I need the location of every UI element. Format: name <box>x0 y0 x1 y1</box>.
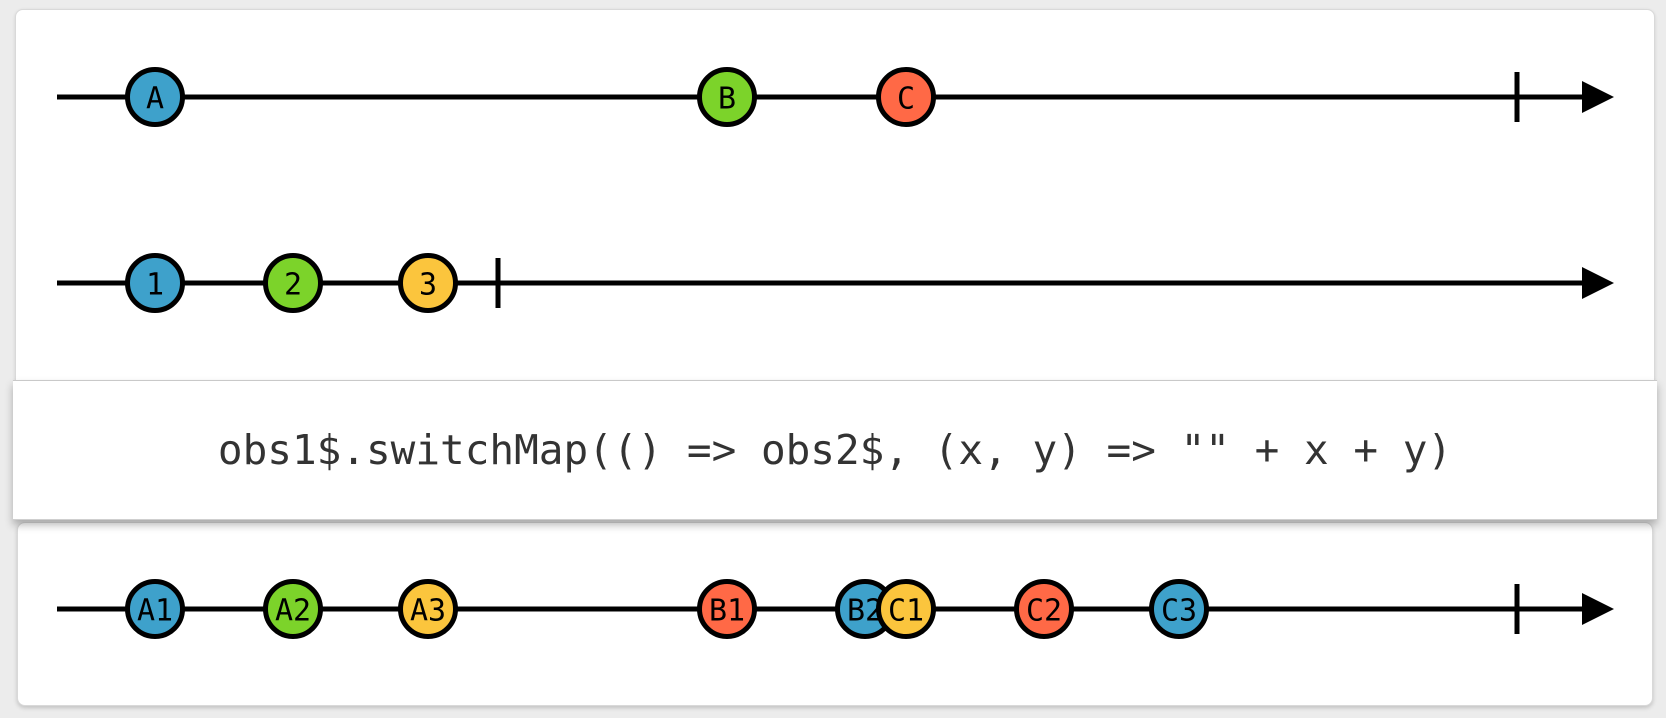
marble-label: A1 <box>137 594 173 629</box>
marble-label: B <box>718 82 736 117</box>
marble-circle <box>398 253 458 313</box>
marble-circle <box>876 67 936 127</box>
marble-label: B1 <box>709 594 745 629</box>
output-observable-panel <box>17 522 1653 706</box>
marble-label: C <box>897 82 915 117</box>
marble-label: 2 <box>284 268 302 303</box>
marble-label: 3 <box>419 268 437 303</box>
marble-A1: A1 <box>125 579 185 639</box>
marble-C3: C3 <box>1149 579 1209 639</box>
operator-code-box: obs1$.switchMap(() => obs2$, (x, y) => "… <box>13 380 1657 520</box>
marble-circle <box>398 579 458 639</box>
marble-label: C3 <box>1161 594 1197 629</box>
marble-label: A <box>146 82 164 117</box>
timeline-inner-observable: 1 2 3 <box>57 253 1614 313</box>
marble-A2: A2 <box>263 579 323 639</box>
marble-circle <box>697 67 757 127</box>
marble-circle <box>263 253 323 313</box>
input-observables-panel <box>15 9 1655 381</box>
marble-A3: A3 <box>398 579 458 639</box>
marble-circle <box>125 67 185 127</box>
marble-C2: C2 <box>1014 579 1074 639</box>
marble-circle <box>125 579 185 639</box>
marble-B[interactable]: B <box>697 67 757 127</box>
marble-circle <box>125 253 185 313</box>
marble-1[interactable]: 1 <box>125 253 185 313</box>
marble-circle <box>263 579 323 639</box>
marble-label: C1 <box>888 594 924 629</box>
marble-label: C2 <box>1026 594 1062 629</box>
marble-circle <box>1149 579 1209 639</box>
marble-circle <box>876 579 936 639</box>
marble-B1: B1 <box>697 579 757 639</box>
marble-C1: C1 <box>876 579 936 639</box>
marble-A[interactable]: A <box>125 67 185 127</box>
marble-label: A2 <box>275 594 311 629</box>
marble-3[interactable]: 3 <box>398 253 458 313</box>
arrowhead-icon <box>1582 593 1614 625</box>
marble-label: 1 <box>146 268 164 303</box>
timeline-source-observable: A B C <box>57 67 1614 127</box>
marble-circle <box>697 579 757 639</box>
marble-C[interactable]: C <box>876 67 936 127</box>
arrowhead-icon <box>1582 81 1614 113</box>
marble-2[interactable]: 2 <box>263 253 323 313</box>
operator-code: obs1$.switchMap(() => obs2$, (x, y) => "… <box>217 426 1453 474</box>
marble-label: A3 <box>410 594 446 629</box>
marble-circle <box>1014 579 1074 639</box>
arrowhead-icon <box>1582 267 1614 299</box>
